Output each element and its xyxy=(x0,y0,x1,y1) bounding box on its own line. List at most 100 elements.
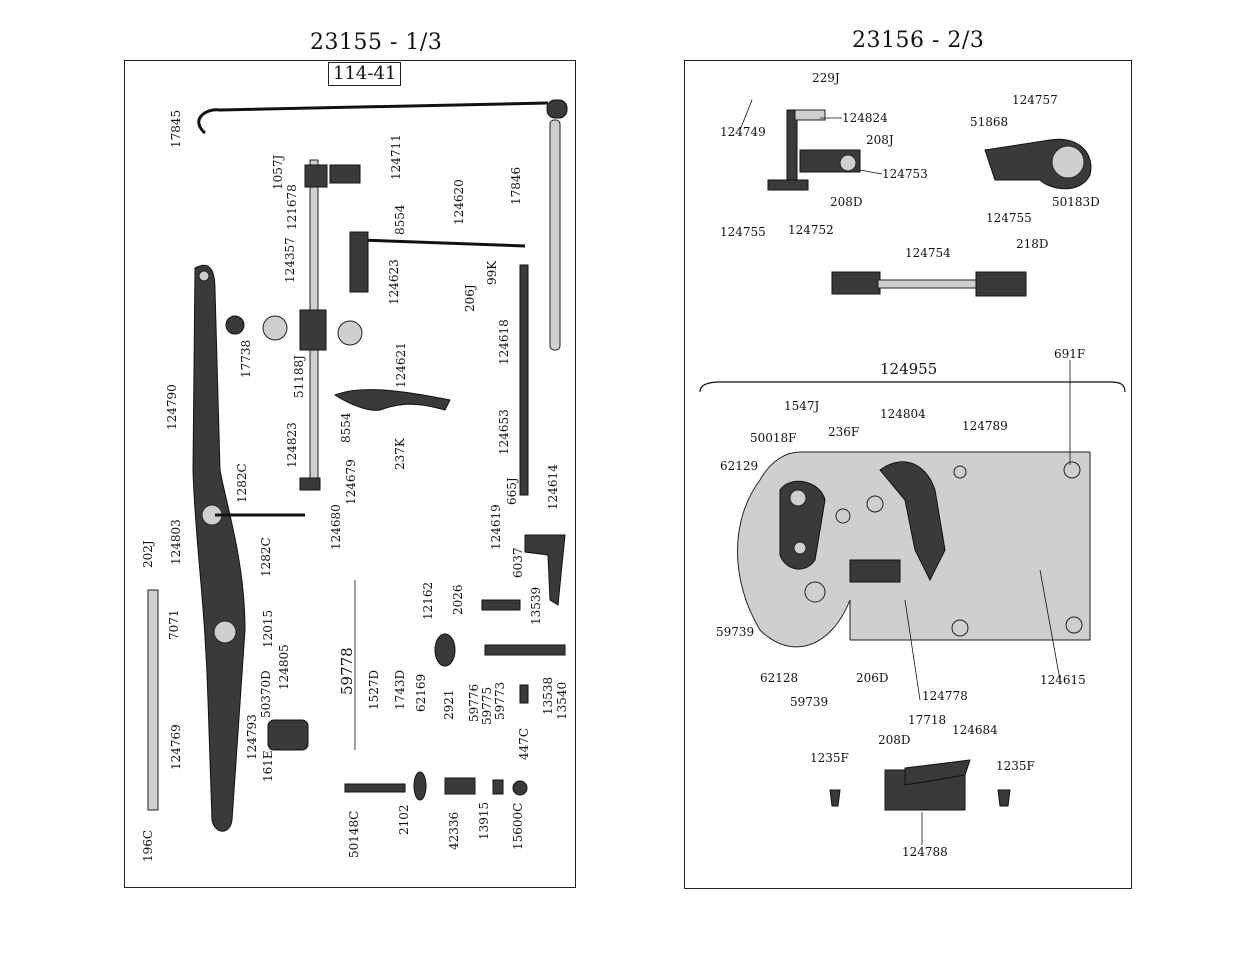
right-page-header: 23156 - 2/3 xyxy=(852,28,985,53)
label-124619: 124619 xyxy=(489,504,503,550)
label-124757: 124757 xyxy=(1012,93,1058,107)
label-208J: 208J xyxy=(866,133,894,147)
label-17718: 17718 xyxy=(908,713,946,727)
label-124357: 124357 xyxy=(283,237,297,283)
label-124684: 124684 xyxy=(952,723,998,737)
label-124680: 124680 xyxy=(329,504,343,550)
label-124824: 124824 xyxy=(842,111,888,125)
part-13915 xyxy=(492,779,504,795)
label-17738: 17738 xyxy=(239,340,253,378)
label-1235F-right: 1235F xyxy=(996,759,1035,773)
left-page-header: 23155 - 1/3 xyxy=(310,30,443,55)
label-62129: 62129 xyxy=(720,459,758,473)
label-15600C: 15600C xyxy=(511,803,525,850)
label-202J: 202J xyxy=(141,540,155,568)
label-691F: 691F xyxy=(1054,347,1085,361)
label-218D: 218D xyxy=(1016,237,1049,251)
post-124752 xyxy=(786,109,798,191)
shaft-collar xyxy=(304,164,328,188)
label-124618: 124618 xyxy=(497,319,511,365)
right-leaders xyxy=(739,99,1071,845)
label-124620: 124620 xyxy=(452,179,466,225)
washer-2102 xyxy=(413,771,427,801)
rod-124754 xyxy=(877,279,979,289)
label-1743D: 1743D xyxy=(393,670,407,710)
label-124805: 124805 xyxy=(277,644,291,690)
label-51188J: 51188J xyxy=(292,355,306,398)
left-labels: 17845 1057J 121678 124711 17846 124620 8… xyxy=(141,110,569,862)
label-237K: 237K xyxy=(393,437,407,470)
label-59739-left: 59739 xyxy=(716,625,754,639)
label-59739-bottom: 59739 xyxy=(790,695,828,709)
label-8554-top: 8554 xyxy=(393,204,407,235)
label-1527D: 1527D xyxy=(367,670,381,710)
label-124752: 124752 xyxy=(788,223,834,237)
end-block-right xyxy=(975,271,1027,297)
label-124769: 124769 xyxy=(169,724,183,770)
assembly-brace xyxy=(699,381,1126,393)
screw-1235F-left xyxy=(829,789,841,807)
label-50370D: 50370D xyxy=(259,670,273,718)
label-59776: 59776 xyxy=(467,684,481,722)
end-block-left xyxy=(831,271,881,295)
label-124793: 124793 xyxy=(245,714,259,760)
bracket-6037 xyxy=(524,534,566,606)
foot-124755 xyxy=(767,179,809,191)
pin-50148C xyxy=(344,783,406,793)
label-124614: 124614 xyxy=(546,464,560,510)
link-62129 xyxy=(779,480,826,570)
label-62169: 62169 xyxy=(414,674,428,712)
label-208D-bottom: 208D xyxy=(878,733,911,747)
label-124955: 124955 xyxy=(880,360,937,378)
label-124755-left: 124755 xyxy=(720,225,766,239)
shaft-end xyxy=(299,477,321,491)
label-124615: 124615 xyxy=(1040,673,1086,687)
label-124789: 124789 xyxy=(962,419,1008,433)
label-124823: 124823 xyxy=(285,422,299,468)
spring-42336 xyxy=(444,777,476,795)
label-124679: 124679 xyxy=(344,459,358,505)
spindle-59776 xyxy=(484,644,566,656)
label-124788: 124788 xyxy=(902,845,948,859)
label-124711: 124711 xyxy=(389,134,403,180)
throat-plate-124789 xyxy=(737,451,1091,648)
label-124804: 124804 xyxy=(880,407,926,421)
label-161E: 161E xyxy=(261,750,275,782)
label-196C: 196C xyxy=(141,830,155,862)
label-13538: 13538 xyxy=(541,677,555,715)
arm-124711 xyxy=(329,164,361,184)
label-208D-top: 208D xyxy=(830,195,863,209)
label-17846: 17846 xyxy=(509,167,523,205)
feed-dog-124804 xyxy=(879,461,946,582)
label-124754: 124754 xyxy=(905,246,951,260)
label-51868: 51868 xyxy=(970,115,1008,129)
bar-124824 xyxy=(794,109,826,121)
label-124749: 124749 xyxy=(720,125,766,139)
label-124621: 124621 xyxy=(394,342,408,388)
lever-124790 xyxy=(192,264,246,832)
left-panel-parts xyxy=(147,99,568,832)
label-2102: 2102 xyxy=(397,804,411,835)
label-50148C: 50148C xyxy=(347,811,361,858)
label-1235F-left: 1235F xyxy=(810,751,849,765)
label-6037: 6037 xyxy=(511,547,525,578)
label-1282C-low: 1282C xyxy=(259,537,273,577)
label-124653: 124653 xyxy=(497,409,511,455)
part-124793 xyxy=(267,719,309,751)
nut-17738 xyxy=(225,315,245,335)
screw-1235F-right xyxy=(997,789,1011,807)
label-665J: 665J xyxy=(505,477,519,505)
label-121678: 121678 xyxy=(285,184,299,230)
label-447C: 447C xyxy=(517,728,531,760)
label-124753: 124753 xyxy=(882,167,928,181)
label-13539: 13539 xyxy=(529,587,543,625)
shaft-clamp xyxy=(299,309,327,351)
label-13540: 13540 xyxy=(555,682,569,720)
label-124790: 124790 xyxy=(165,384,179,430)
label-7071: 7071 xyxy=(167,609,181,640)
claw-124621 xyxy=(333,389,451,411)
left-box-label: 114-41 xyxy=(328,62,402,86)
label-59773: 59773 xyxy=(493,682,507,720)
label-62128: 62128 xyxy=(760,671,798,685)
part-124623 xyxy=(349,231,369,293)
